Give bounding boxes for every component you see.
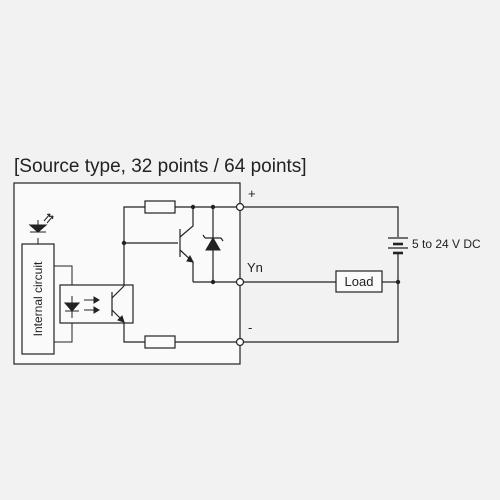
internal-circuit-box <box>21 243 55 355</box>
junction-dot <box>121 240 127 246</box>
output-transistor-icon <box>179 207 194 282</box>
diagram-title: [Source type, 32 points / 64 points] <box>14 156 307 177</box>
terminal-yn-label: Yn <box>247 260 263 275</box>
terminal-plus <box>235 202 245 212</box>
external-plus-wire <box>243 206 399 237</box>
terminal-plus-label: + <box>248 186 256 201</box>
resistor-top <box>144 200 176 214</box>
internal-circuit-label: Internal circuit <box>31 261 45 336</box>
junction-dot <box>210 204 216 210</box>
wire-to-resistor-top <box>123 206 145 286</box>
load-box <box>335 270 383 293</box>
battery-icon <box>388 237 408 255</box>
supply-label: 5 to 24 V DC <box>412 237 481 251</box>
terminal-minus-label: - <box>248 320 252 335</box>
led-indicator-icon <box>28 213 54 244</box>
junction-dot <box>395 279 401 285</box>
zener-diode-icon <box>202 207 224 282</box>
junction-dot <box>210 279 216 285</box>
resistor-bottom <box>144 335 176 349</box>
wire-to-resistor-bottom <box>123 322 145 343</box>
terminal-minus <box>235 337 245 347</box>
terminal-yn <box>235 277 245 287</box>
photocoupler-diode-icon <box>63 296 100 318</box>
load-label: Load <box>345 274 374 289</box>
junction-dot <box>190 204 196 210</box>
external-minus-wire <box>243 253 399 343</box>
phototransistor-icon <box>111 285 125 323</box>
